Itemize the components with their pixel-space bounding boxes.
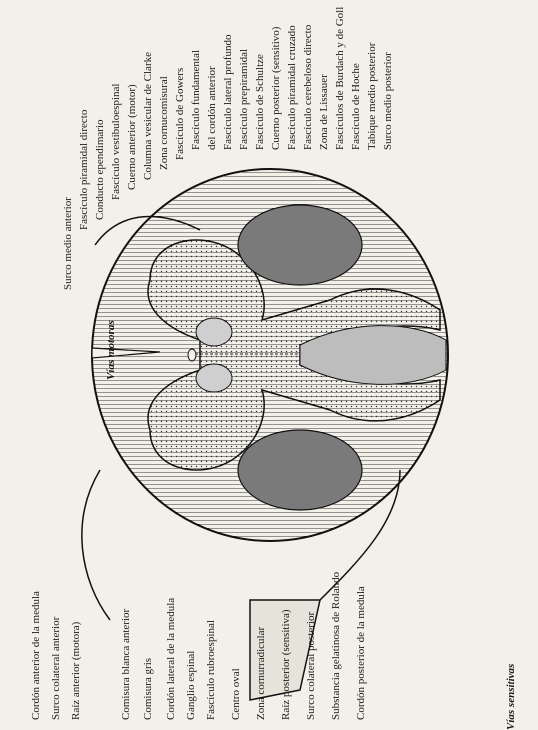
bottom-label: Centro oval bbox=[230, 668, 242, 720]
bottom-label: Substancia gelatinosa de Rolando bbox=[330, 572, 342, 720]
top-label: Fascículo piramidal directo bbox=[78, 110, 90, 230]
top-label: del cordón anterior bbox=[206, 66, 218, 150]
spinal-cord-cross-section bbox=[92, 169, 448, 541]
sensory-pathways-label: Vías sensitivas bbox=[505, 664, 517, 730]
top-label: Fascículo lateral profundo bbox=[222, 35, 234, 150]
bottom-label: Cordón lateral de la medula bbox=[165, 598, 177, 720]
top-label: Tabique medio posterior bbox=[366, 43, 378, 150]
top-label: Cuerno anterior (motor) bbox=[126, 84, 138, 190]
top-label: Conducto ependimario bbox=[94, 119, 106, 220]
top-label: Columna vesicular de Clarke bbox=[142, 52, 154, 180]
central-canal bbox=[188, 349, 196, 361]
bottom-label: Ganglio espinal bbox=[185, 651, 197, 720]
bottom-label: Raíz anterior (motora) bbox=[70, 622, 82, 720]
top-label: Cuerno posterior (sensitivo) bbox=[270, 27, 282, 150]
crossed-pyramidal-tract-top bbox=[238, 205, 362, 285]
bottom-label: Surco colateral posterior bbox=[305, 612, 317, 720]
bottom-label: Cordón anterior de la medula bbox=[30, 591, 42, 720]
bottom-label: Comisura blanca anterior bbox=[120, 609, 132, 720]
top-label: Fascículo cerebeloso directo bbox=[302, 25, 314, 150]
top-label: Fascículo de Schultze bbox=[254, 54, 266, 150]
top-label: Fascículo fundamental bbox=[190, 50, 202, 150]
bottom-label: Raíz posterior (sensitiva) bbox=[280, 609, 292, 720]
top-label: Fascículos de Burdach y de Goll bbox=[334, 7, 346, 150]
anterior-root-lower bbox=[82, 470, 110, 620]
top-label: Fascículo prepiramidal bbox=[238, 49, 250, 150]
top-label: Zona cornucomisural bbox=[158, 76, 170, 170]
top-label: Fascículo de Hoche bbox=[350, 63, 362, 150]
bottom-label: Cordón posterior de la medula bbox=[355, 586, 367, 720]
anterior-horn-upper bbox=[196, 318, 232, 346]
crossed-pyramidal-tract-bottom bbox=[238, 430, 362, 510]
top-label: Zona de Lissauer bbox=[318, 74, 330, 150]
top-label: Fascículo de Gowers bbox=[174, 68, 186, 160]
bottom-label: Comisura gris bbox=[142, 658, 154, 720]
bottom-label: Surco colateral anterior bbox=[50, 617, 62, 720]
top-label: Fascículo piramidal cruzado bbox=[286, 25, 298, 150]
top-label: Surco medio anterior bbox=[62, 197, 74, 290]
bottom-label: Zona cornurradicular bbox=[255, 627, 267, 720]
top-label: Fascículo vestibuloespinal bbox=[110, 84, 122, 200]
motor-pathways-label: Vías motoras bbox=[105, 320, 117, 380]
bottom-label: Fascículo rubroespinal bbox=[205, 620, 217, 720]
top-label: Surco medio posterior bbox=[382, 52, 394, 150]
anterior-horn-lower bbox=[196, 364, 232, 392]
